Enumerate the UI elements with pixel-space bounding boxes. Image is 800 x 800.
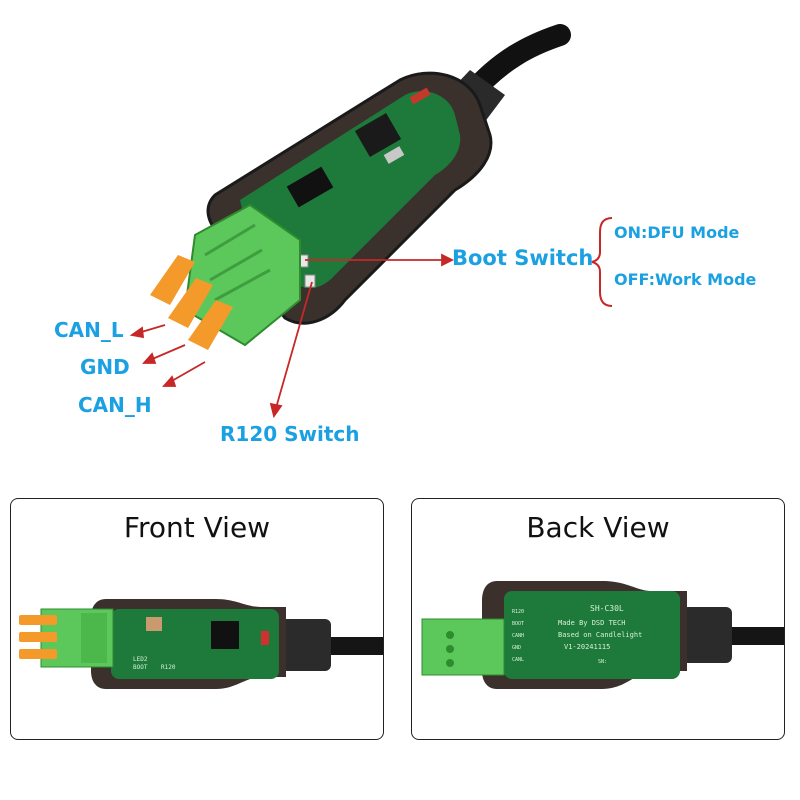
back-silk-based: Based on Candlelight bbox=[558, 631, 642, 639]
front-strain-relief bbox=[281, 619, 331, 671]
front-lever-1 bbox=[19, 615, 57, 625]
label-on-mode: ON:DFU Mode bbox=[614, 223, 740, 242]
front-silk-boot: BOOT bbox=[133, 664, 148, 671]
back-pcb bbox=[504, 591, 680, 679]
back-silk-canh: CANH bbox=[512, 633, 524, 639]
r120-switch bbox=[304, 274, 316, 288]
label-boot-switch: Boot Switch bbox=[452, 246, 594, 270]
back-silk-canl: CANL bbox=[512, 657, 524, 663]
mcu-chip bbox=[354, 113, 402, 157]
front-view-title: Front View bbox=[123, 511, 271, 544]
back-silk-model: SH-C30L bbox=[590, 604, 624, 613]
back-view-title: Back View bbox=[526, 511, 670, 544]
back-silk-r120: R120 bbox=[512, 609, 524, 615]
back-terminal-connector bbox=[421, 618, 505, 676]
label-r120-switch: R120 Switch bbox=[220, 422, 360, 446]
arrow-gnd bbox=[149, 344, 186, 361]
lever-canl bbox=[150, 255, 195, 305]
back-view-panel: Back View SH-C30L Made By DSD TECH Based… bbox=[411, 498, 785, 740]
front-silk-r120: R120 bbox=[161, 664, 176, 671]
label-can-l: CAN_L bbox=[54, 318, 124, 342]
front-silk-led2: LED2 bbox=[133, 656, 148, 663]
back-silk-sn: SN: bbox=[598, 659, 607, 665]
back-silk-maker: Made By DSD TECH bbox=[558, 619, 625, 627]
front-capacitor bbox=[146, 617, 162, 631]
back-silk-boot: BOOT bbox=[512, 621, 524, 627]
transceiver-chip bbox=[286, 166, 334, 208]
back-silk-version: V1-20241115 bbox=[564, 643, 610, 651]
crystal bbox=[383, 146, 405, 164]
label-gnd: GND bbox=[80, 355, 130, 379]
front-lever-3 bbox=[19, 649, 57, 659]
front-mcu-chip bbox=[211, 621, 239, 649]
arrow-r120 bbox=[275, 281, 313, 409]
back-view-photo: SH-C30L Made By DSD TECH Based on Candle… bbox=[421, 581, 784, 689]
front-view-photo: LED2 BOOT R120 bbox=[19, 599, 383, 689]
lever-gnd bbox=[168, 278, 213, 328]
back-strain-relief bbox=[682, 607, 732, 663]
arrow-canh bbox=[169, 361, 206, 383]
back-silk-gnd: GND bbox=[512, 645, 521, 651]
label-off-mode: OFF:Work Mode bbox=[614, 270, 757, 289]
usb-led bbox=[409, 87, 431, 105]
product-main-photo bbox=[129, 24, 613, 419]
label-can-h: CAN_H bbox=[78, 393, 152, 417]
front-view-panel: Front View LED2 BOOT R120 bbox=[10, 498, 384, 740]
front-lever-2 bbox=[19, 632, 57, 642]
front-led bbox=[261, 631, 269, 645]
lever-canh bbox=[188, 300, 233, 350]
mode-brace bbox=[591, 217, 613, 307]
